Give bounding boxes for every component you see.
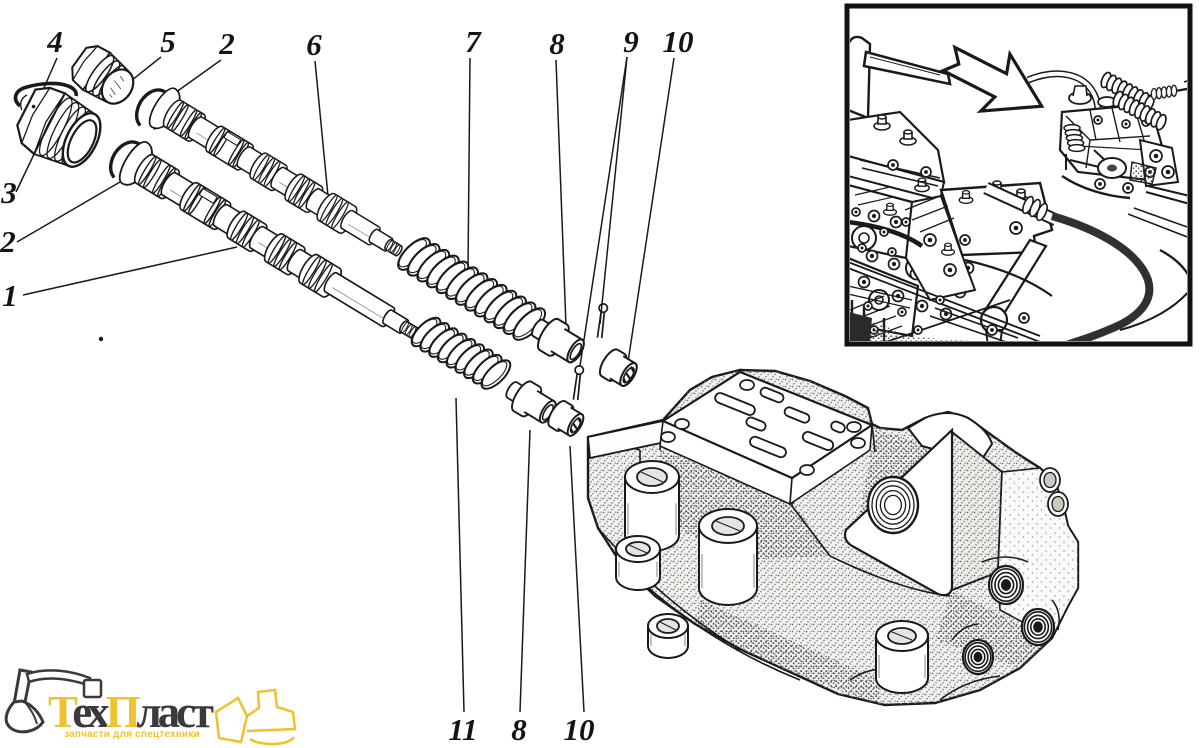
svg-text:запчасти для спецтехники: запчасти для спецтехники bbox=[64, 729, 200, 740]
svg-text:3: 3 bbox=[0, 175, 17, 210]
svg-text:11: 11 bbox=[448, 712, 477, 747]
svg-text:8: 8 bbox=[511, 712, 527, 747]
svg-text:5: 5 bbox=[160, 24, 176, 59]
svg-text:8: 8 bbox=[549, 26, 565, 61]
svg-text:10: 10 bbox=[564, 712, 595, 747]
svg-text:2: 2 bbox=[218, 26, 235, 61]
svg-text:ТехПласт: ТехПласт bbox=[48, 687, 214, 737]
svg-text:2: 2 bbox=[0, 224, 16, 259]
svg-text:6: 6 bbox=[306, 27, 322, 62]
svg-text:4: 4 bbox=[46, 24, 63, 59]
svg-text:9: 9 bbox=[623, 24, 639, 59]
svg-text:10: 10 bbox=[663, 24, 694, 59]
svg-text:7: 7 bbox=[465, 24, 482, 59]
svg-text:1: 1 bbox=[2, 278, 18, 313]
